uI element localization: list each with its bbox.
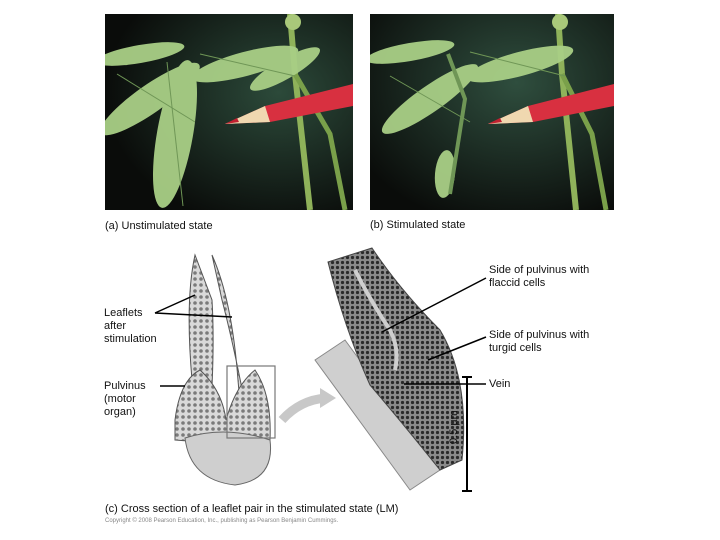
label-vein: Vein bbox=[489, 378, 511, 390]
cross-section-low-mag bbox=[174, 253, 276, 486]
label-leaflets-after-stimulation: Leaflets after stimulation bbox=[104, 307, 157, 345]
caption-unstimulated: (a) Unstimulated state bbox=[105, 220, 213, 232]
mimosa-unstimulated-illustration bbox=[105, 14, 353, 210]
scale-bar-label: 0.5 µm bbox=[448, 410, 460, 444]
leader-lines bbox=[154, 277, 487, 387]
mimosa-stimulated-illustration bbox=[370, 14, 614, 210]
caption-stimulated: (b) Stimulated state bbox=[370, 219, 466, 231]
scale-bar bbox=[462, 376, 472, 492]
label-turgid-side: Side of pulvinus with turgid cells bbox=[489, 329, 590, 354]
label-flaccid-side: Side of pulvinus with flaccid cells bbox=[489, 264, 590, 289]
photo-stimulated-state bbox=[370, 14, 614, 210]
zoom-box bbox=[226, 365, 276, 439]
cross-section-high-mag bbox=[314, 247, 465, 491]
caption-cross-section: (c) Cross section of a leaflet pair in t… bbox=[105, 503, 399, 515]
copyright-notice: Copyright © 2008 Pearson Education, Inc.… bbox=[105, 518, 339, 524]
label-pulvinus: Pulvinus (motor organ) bbox=[104, 380, 146, 418]
photo-unstimulated-state bbox=[105, 14, 353, 210]
